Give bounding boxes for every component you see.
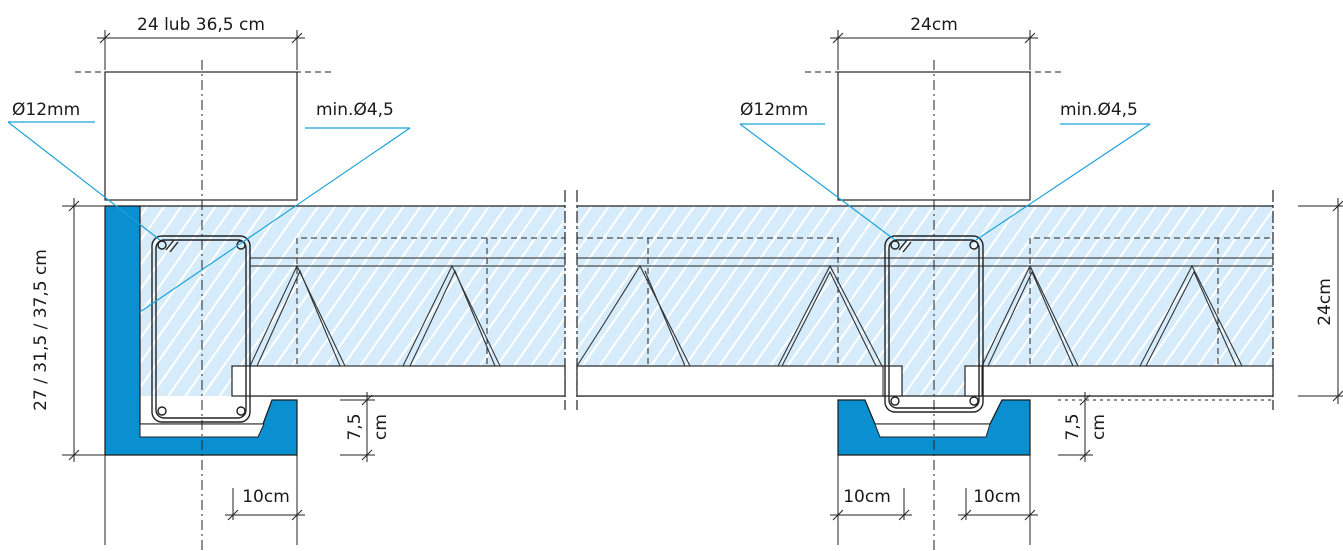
middle-stirrup-label: min.Ø4,5 — [1060, 100, 1138, 120]
left-ledge-height-value: 7,5 — [345, 413, 365, 440]
leader-lines — [7, 121, 1151, 313]
left-ledge-height-unit: cm — [371, 414, 391, 440]
left-stirrup-label: min.Ø4,5 — [316, 100, 394, 120]
left-wall-width-label: 24 lub 36,5 cm — [137, 15, 265, 35]
lattice-girders — [249, 264, 1273, 367]
right-slab-thickness-label: 24cm — [1315, 278, 1335, 326]
middle-bar-diameter-label: Ø12mm — [740, 100, 808, 120]
middle-right-ledge-width-label: 10cm — [973, 487, 1021, 507]
dimension-lines — [62, 30, 1343, 521]
middle-left-ledge-width-label: 10cm — [843, 487, 891, 507]
left-wall — [75, 71, 335, 545]
left-l-beam — [104, 205, 298, 456]
right-ledge-height-value: 7,5 — [1063, 413, 1083, 440]
left-bar-diameter-label: Ø12mm — [12, 100, 80, 120]
concrete-slab — [140, 190, 1274, 410]
middle-wall-width-label: 24cm — [910, 15, 958, 35]
left-height-label: 27 / 31,5 / 37,5 cm — [31, 249, 51, 411]
precast-planks — [231, 365, 1274, 397]
left-ledge-width-label: 10cm — [242, 487, 290, 507]
left-reinforcement-cage — [151, 235, 251, 423]
right-ledge-height-unit: cm — [1089, 414, 1109, 440]
